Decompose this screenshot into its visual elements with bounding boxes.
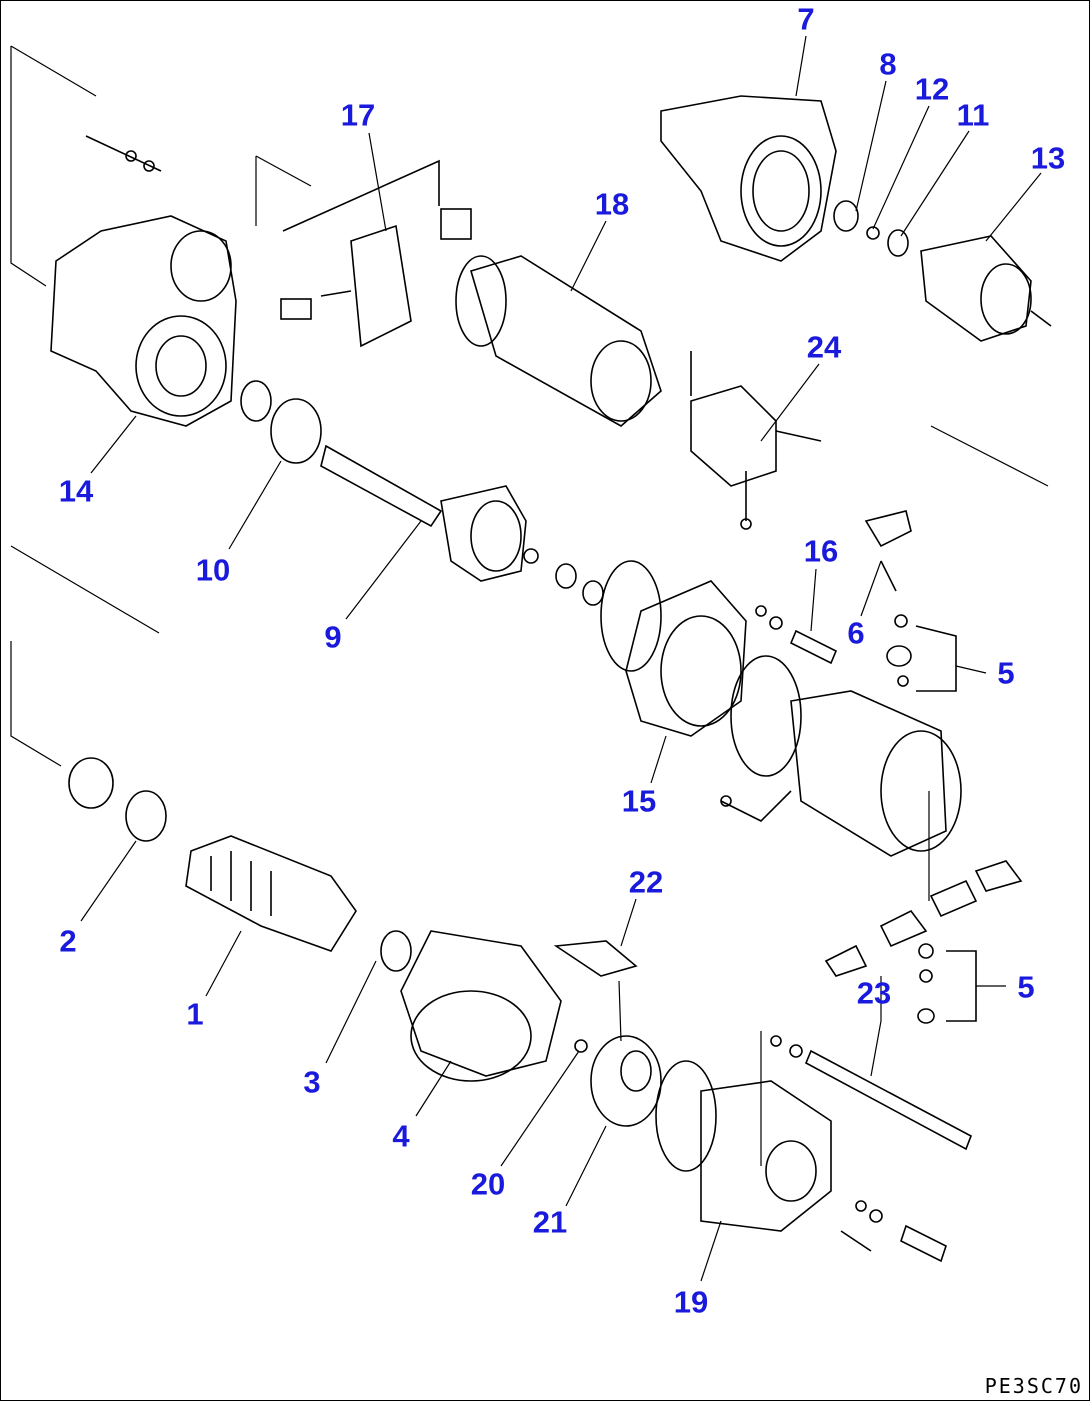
callout-24: 24 [806,329,842,365]
callout-22: 22 [628,864,664,900]
part-1-armature [185,835,412,972]
parts-20-22-21 [553,940,662,1127]
part-24-brush-holder [690,351,822,530]
part-17-lever [280,159,472,348]
callout-5-lower: 5 [1017,969,1035,1005]
callout-8: 8 [879,46,897,82]
guide-lines [10,45,1049,767]
callout-19: 19 [673,1284,709,1320]
part-13-pinion [920,235,1052,342]
callout-21: 21 [532,1204,568,1240]
callout-6: 6 [847,615,865,651]
part-14-bolt [85,135,162,172]
callout-11: 11 [956,97,990,133]
hardware-bottom-right [840,1200,947,1263]
callout-1: 1 [186,996,204,1032]
part-23-insulators [824,860,1023,1024]
part-7-bracket [660,95,837,262]
leader-lines [80,35,1042,1282]
callout-14: 14 [58,473,94,509]
yoke [720,655,962,857]
callout-20: 20 [470,1166,506,1202]
part-16-bolt [755,605,838,665]
part-19-end-frame [655,1060,832,1232]
part-2-bearing [68,757,167,842]
part-10-bearing [240,380,322,464]
callout-3: 3 [303,1064,321,1100]
washers [523,548,604,606]
callout-12: 12 [914,71,950,107]
part-14-housing [50,215,237,427]
part-9-shaft [320,444,527,582]
drawing-code: PE3SC70 [984,1374,1083,1398]
callout-10: 10 [195,552,231,588]
callout-16: 16 [803,533,839,569]
callout-17: 17 [340,97,376,133]
callout-7: 7 [797,1,815,37]
callout-9: 9 [324,619,342,655]
part-18-solenoid [455,255,662,427]
callout-23: 23 [856,975,892,1011]
callout-18: 18 [594,186,630,222]
callout-13: 13 [1030,140,1066,176]
callout-5-upper: 5 [997,655,1015,691]
parts-5-6-terminal [864,510,957,692]
callout-2: 2 [59,923,77,959]
part-15-center-bracket [600,560,747,737]
part-23-through-bolt [770,1035,973,1151]
part-4-brush-set [400,930,562,1082]
callout-4: 4 [392,1118,410,1154]
callout-15: 15 [621,783,657,819]
parts-8-12-11 [833,200,909,257]
